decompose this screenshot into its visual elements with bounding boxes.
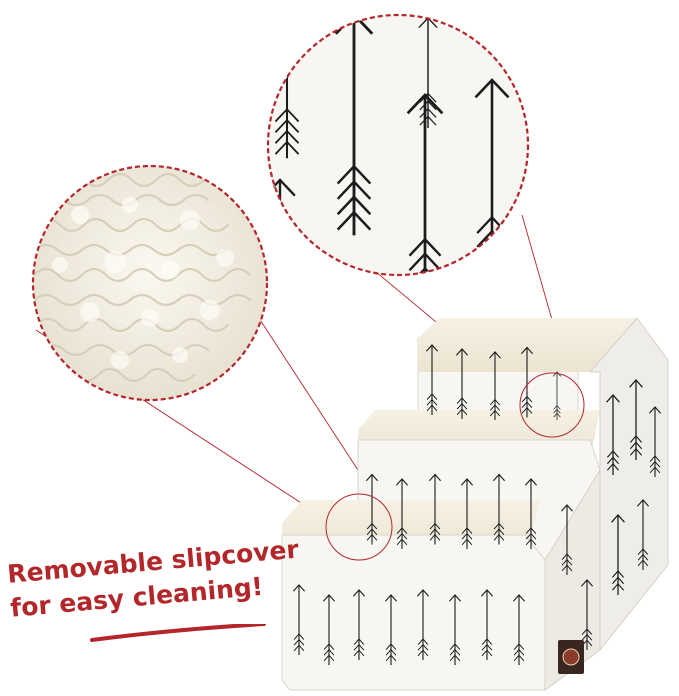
caption-underline bbox=[90, 624, 266, 642]
sherpa-texture-zoom-icon bbox=[31, 164, 269, 402]
pet-stairs bbox=[281, 317, 669, 691]
bottom-step-front bbox=[281, 534, 546, 691]
top-step-side bbox=[588, 317, 669, 652]
sherpa-highlight-ring bbox=[325, 493, 393, 561]
fabric-highlight-ring bbox=[519, 372, 585, 438]
top-step-pad bbox=[418, 318, 637, 372]
arrow-pattern-zoom-icon bbox=[266, 13, 530, 277]
brand-tag-icon bbox=[558, 640, 584, 674]
